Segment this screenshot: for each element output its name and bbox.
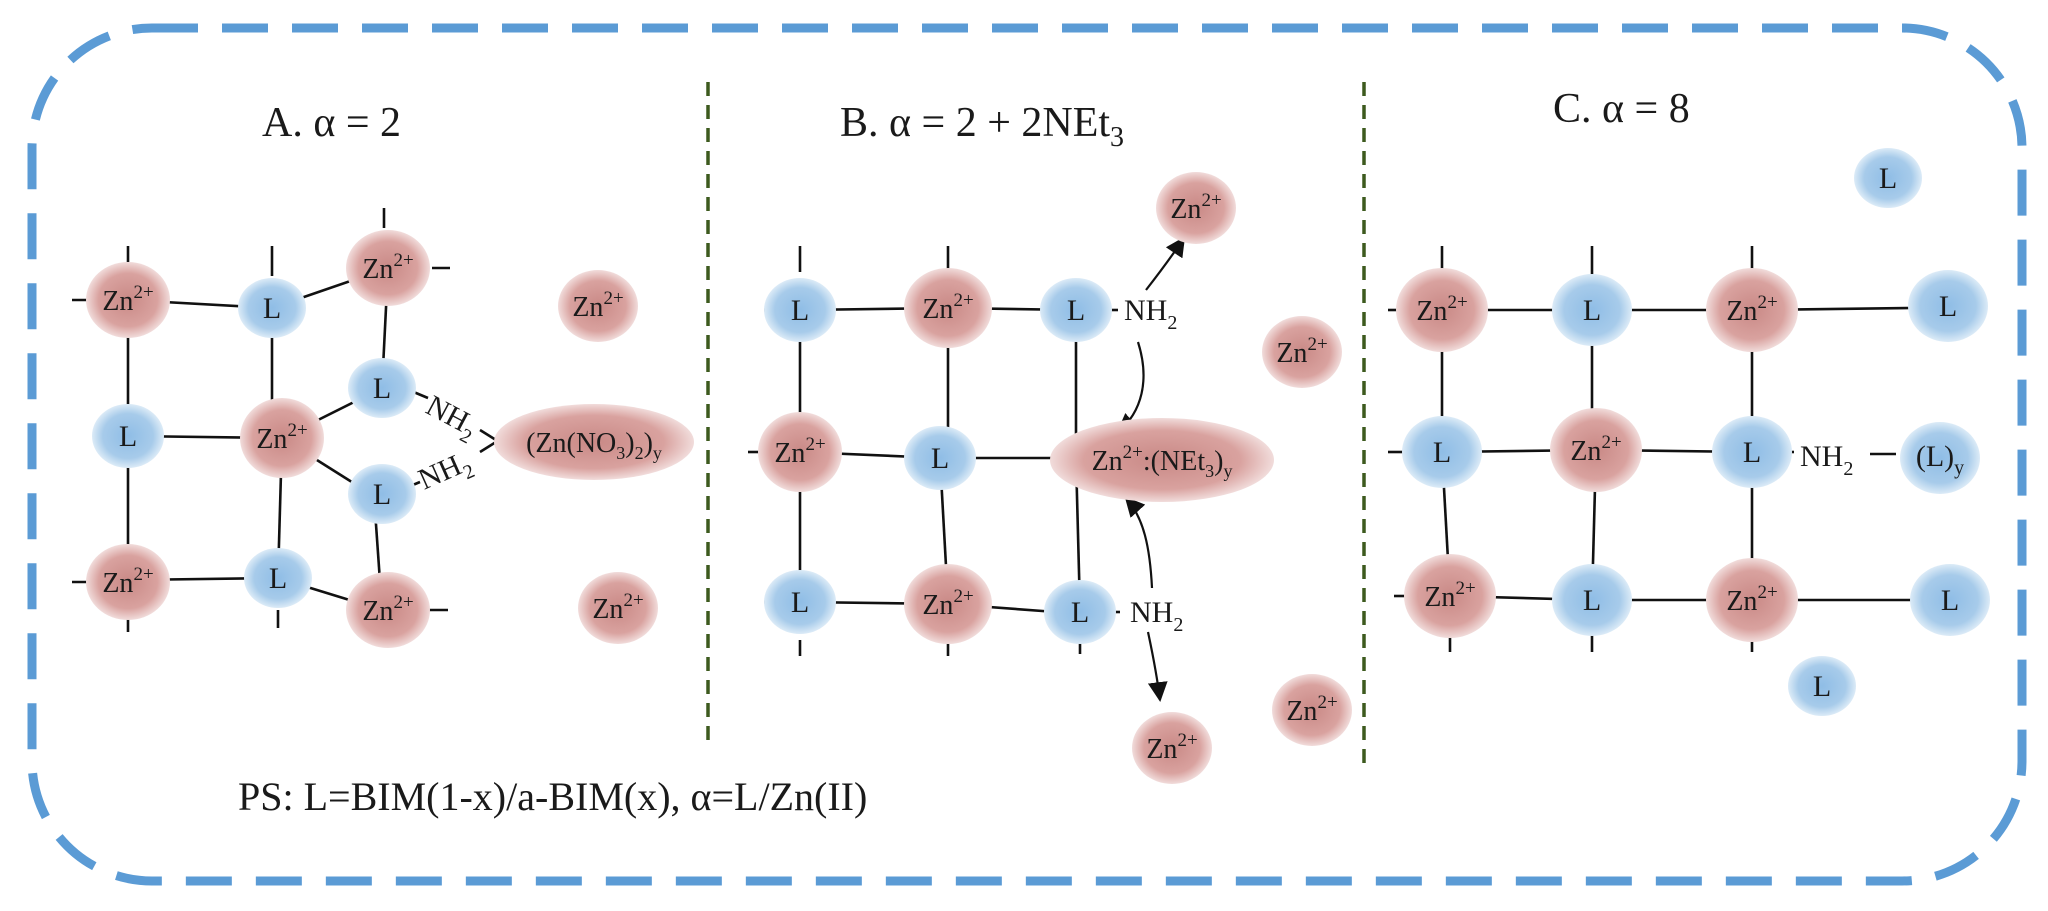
ligand: L (1040, 278, 1112, 342)
svg-text:Zn2+: Zn2+ (1416, 292, 1467, 327)
free-zn-ion: Zn2+ (578, 572, 658, 644)
svg-text:Zn2+: Zn2+ (1726, 292, 1777, 327)
svg-text:Zn2+: Zn2+ (922, 290, 973, 325)
svg-text:Zn2+: Zn2+ (102, 564, 153, 599)
zn-ion: Zn2+ (346, 230, 430, 306)
nh2-group: NH2 (1124, 294, 1177, 334)
svg-text:(Zn(NO3)2)y: (Zn(NO3)2)y (526, 428, 662, 463)
svg-text:Zn2+: Zn2+ (1286, 692, 1337, 727)
svg-text:L: L (791, 294, 809, 327)
outer-dashed-border (27, 23, 2027, 886)
ligand: L (1402, 416, 1482, 488)
panel-a: Zn2+ Zn2+ Zn2+ Zn2+ Zn2+ Zn2+ Zn2+ (72, 208, 694, 648)
zn-ion: Zn2+ (240, 398, 324, 478)
svg-text:Zn2+: Zn2+ (1726, 582, 1777, 617)
svg-text:L: L (1939, 290, 1957, 323)
free-zn-ion: Zn2+ (558, 270, 638, 342)
svg-text:L: L (373, 478, 391, 511)
svg-text:L: L (1941, 584, 1959, 617)
svg-text:L: L (1743, 436, 1761, 469)
ligand: L (1044, 580, 1116, 644)
svg-text:Zn2+: Zn2+ (1170, 190, 1221, 225)
ligand: L (348, 358, 416, 418)
ligand: L (764, 570, 836, 634)
ligand: L (1910, 564, 1990, 636)
svg-text:Zn2+: Zn2+ (572, 288, 623, 323)
nh2-group: NH2 (413, 445, 478, 502)
nh2-group: NH2 (1130, 596, 1183, 636)
ligand: L (1712, 416, 1792, 488)
zn-ion: Zn2+ (904, 268, 992, 348)
panel-b: Zn2+ Zn2+ Zn2+ Zn2+ Zn2+ Zn2+ Zn2+ (748, 172, 1352, 784)
svg-text:L: L (1067, 294, 1085, 327)
ligand: L (1552, 564, 1632, 636)
svg-text:Zn2+: Zn2+ (774, 434, 825, 469)
svg-text:L: L (1583, 584, 1601, 617)
panel-c: Zn2+ Zn2+ Zn2+ Zn2+ Zn2+ L L L (1388, 148, 1990, 716)
svg-text:(L)y: (L)y (1916, 440, 1964, 479)
ligand: L (238, 278, 306, 338)
ligand: L (904, 426, 976, 490)
ligand: L (1552, 274, 1632, 346)
free-zn-ion: Zn2+ (1132, 712, 1212, 784)
svg-text:L: L (119, 420, 137, 453)
svg-text:L: L (373, 372, 391, 405)
zn-ion: Zn2+ (1404, 554, 1496, 638)
zn-ion: Zn2+ (904, 564, 992, 644)
svg-text:Zn2+:(NEt3)y: Zn2+:(NEt3)y (1092, 442, 1233, 481)
ligand: L (348, 464, 416, 524)
svg-text:L: L (1813, 670, 1831, 703)
svg-text:Zn2+: Zn2+ (1570, 432, 1621, 467)
panel-a-title: A. α = 2 (262, 100, 401, 146)
panel-c-title: C. α = 8 (1553, 86, 1690, 132)
svg-text:L: L (1071, 596, 1089, 629)
svg-text:L: L (1583, 294, 1601, 327)
ligand: L (764, 278, 836, 342)
zn-ion: Zn2+ (1706, 268, 1798, 352)
zn-ion: Zn2+ (346, 572, 430, 648)
free-zn-ion: Zn2+ (1272, 674, 1352, 746)
panel-b-title: B. α = 2 + 2NEt3 (840, 100, 1124, 153)
ligand: L (92, 404, 164, 468)
svg-text:Zn2+: Zn2+ (362, 250, 413, 285)
free-zn-ion: Zn2+ (1156, 172, 1236, 244)
svg-text:L: L (791, 586, 809, 619)
svg-text:Zn2+: Zn2+ (1276, 334, 1327, 369)
ligand: L (1908, 270, 1988, 342)
svg-text:Zn2+: Zn2+ (1146, 730, 1197, 765)
zn-ion: Zn2+ (1396, 268, 1488, 352)
free-ligand: L (1788, 656, 1856, 716)
zn-ion: Zn2+ (1550, 408, 1642, 492)
ligand: L (244, 548, 312, 608)
free-ligand: L (1854, 148, 1922, 208)
zn-ion: Zn2+ (758, 412, 842, 492)
zinc-net3-complex: Zn2+:(NEt3)y (1050, 418, 1274, 502)
svg-text:L: L (931, 442, 949, 475)
svg-text:L: L (1433, 436, 1451, 469)
zinc-nitrate-complex: (Zn(NO3)2)y (494, 404, 694, 480)
svg-text:L: L (1879, 162, 1897, 195)
nh2-group: NH2 (1800, 440, 1853, 480)
free-zn-ion: Zn2+ (1262, 316, 1342, 388)
svg-text:L: L (269, 562, 287, 595)
ligand-cluster: (L)y (1900, 422, 1980, 494)
svg-text:Zn2+: Zn2+ (922, 586, 973, 621)
svg-text:Zn2+: Zn2+ (362, 592, 413, 627)
zn-ion: Zn2+ (86, 262, 170, 338)
svg-text:Zn2+: Zn2+ (102, 282, 153, 317)
svg-text:Zn2+: Zn2+ (1424, 578, 1475, 613)
svg-text:Zn2+: Zn2+ (592, 590, 643, 625)
zn-ion: Zn2+ (1706, 558, 1798, 642)
svg-text:L: L (263, 292, 281, 325)
zn-ion: Zn2+ (86, 544, 170, 620)
footnote: PS: L=BIM(1-x)/a-BIM(x), α=L/Zn(II) (238, 774, 867, 819)
svg-text:Zn2+: Zn2+ (256, 420, 307, 455)
